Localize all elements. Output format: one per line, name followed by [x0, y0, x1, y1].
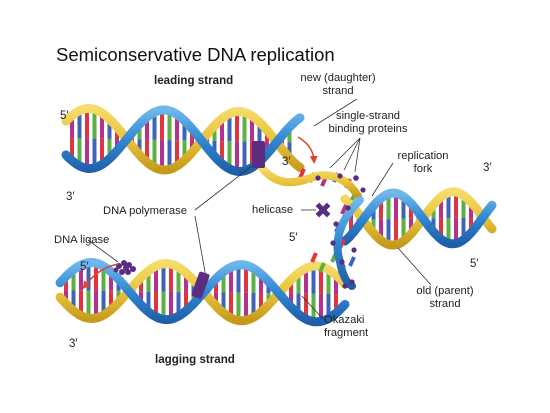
- ssb-leader-2: [343, 137, 361, 171]
- daughter-strand-label: new (daughter) strand: [300, 72, 376, 97]
- helicase-icon: [315, 202, 331, 218]
- fork-gold-strand: [258, 164, 362, 200]
- lagging-direction-arrow: [82, 263, 119, 290]
- top-left-three-prime: 3′: [66, 191, 75, 203]
- dna-polymerase-top: [252, 141, 265, 168]
- lagging-strand-label: lagging strand: [155, 353, 235, 366]
- dna-polymerase-bottom: [191, 271, 210, 299]
- parent-gold-backbone: [340, 187, 497, 250]
- dna-polymerase-label: DNA polymerase: [103, 205, 187, 217]
- fork-base: [298, 168, 306, 179]
- fork-base: [318, 262, 326, 273]
- ligase-leader: [87, 239, 119, 263]
- leading-direction-arrow: [297, 136, 318, 164]
- fork-leader: [371, 162, 394, 197]
- leading-strand-label: leading strand: [154, 74, 234, 87]
- fork-five-prime: 5′: [289, 232, 298, 244]
- bottom-left-three-prime: 3′: [69, 338, 78, 350]
- daughter-three-prime: 3′: [282, 156, 291, 168]
- polymerase-leader-bottom: [194, 215, 208, 284]
- ssb-proteins: [315, 173, 366, 289]
- diagram-title: Semiconservative DNA replication: [56, 44, 335, 65]
- fork-base: [340, 204, 348, 215]
- parent-strand-label: old (parent) strand: [416, 285, 474, 310]
- ssb-leader-3: [354, 137, 361, 173]
- ligase-five-prime: 5′: [80, 261, 89, 273]
- okazaki-leader: [301, 295, 324, 320]
- parent-strand-leader: [397, 247, 432, 286]
- ssb-label: single-strand binding proteins: [328, 110, 408, 135]
- helicase-label: helicase: [252, 204, 294, 216]
- right-five-prime: 5′: [470, 258, 479, 270]
- fork-base: [348, 256, 356, 267]
- dna-ligase-label: DNA ligase: [54, 234, 110, 246]
- parent-helix: [340, 187, 497, 250]
- dna-ligase-icon: [113, 260, 136, 275]
- right-three-prime: 3′: [483, 162, 492, 174]
- enzymes: [113, 141, 366, 299]
- daughter-strand-leader: [313, 98, 358, 127]
- okazaki-fragment-label: Okazaki fragment: [324, 314, 369, 339]
- polymerase-leader-top: [194, 161, 258, 211]
- leader-lines: [87, 98, 432, 320]
- fork-base: [310, 252, 318, 263]
- top-left-five-prime: 5′: [60, 110, 69, 122]
- ssb-leader-1: [329, 137, 361, 169]
- leading-gold-backbone: [61, 103, 305, 175]
- replication-fork-label: replication fork: [397, 150, 449, 175]
- parent-blue-backbone: [340, 188, 497, 249]
